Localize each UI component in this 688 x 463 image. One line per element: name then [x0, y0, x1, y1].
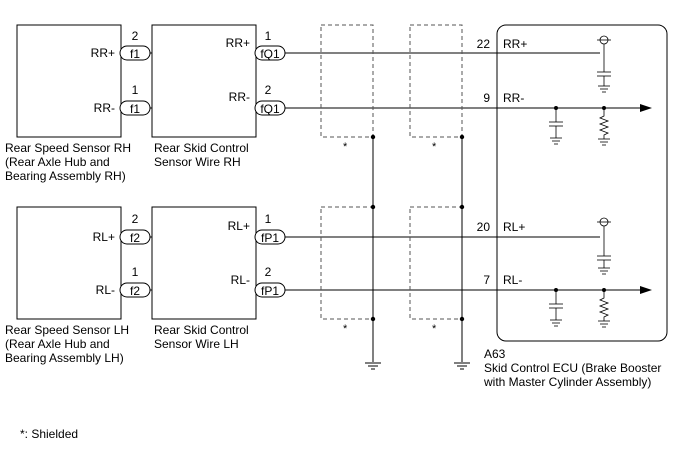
junction-dot — [459, 204, 465, 210]
junction-dot — [459, 134, 465, 140]
svg-text:f2: f2 — [130, 231, 140, 245]
svg-text:1: 1 — [265, 212, 272, 226]
wire-lh-pin-rl-plus-label: RL+ — [228, 219, 250, 233]
svg-text:fQ1: fQ1 — [260, 47, 280, 61]
ecu-pin-number: 7 — [483, 273, 490, 287]
shield-lh-1 — [320, 206, 374, 320]
junction-dot — [370, 204, 376, 210]
shield-rh-2 — [409, 24, 463, 138]
connector-fq1-rr-plus: fQ1 1 — [254, 29, 286, 61]
wire-rh-pin-rr-plus-label: RR+ — [226, 36, 250, 50]
shield-mark-rh-1: * — [343, 141, 348, 153]
ground-symbol — [454, 362, 470, 370]
svg-text:fP1: fP1 — [261, 231, 279, 245]
svg-text:2: 2 — [265, 83, 272, 97]
ecu-box — [496, 24, 668, 342]
ecu-pin-label: RR+ — [503, 37, 527, 51]
speed-sensor-lh-box — [16, 206, 122, 320]
sensor-wire-rh-box — [151, 24, 257, 138]
wire-rh-name: Rear Skid Control Sensor Wire RH — [154, 141, 252, 169]
svg-text:fQ1: fQ1 — [260, 102, 280, 116]
connector-f1-rr-minus: f1 1 — [119, 83, 151, 116]
svg-text:2: 2 — [265, 265, 272, 279]
svg-text:f1: f1 — [130, 102, 140, 116]
wire-lh-name: Rear Skid Control Sensor Wire LH — [154, 323, 252, 351]
connector-fq1-rr-minus: fQ1 2 — [254, 83, 286, 116]
ecu-pin-label: RR- — [503, 91, 524, 105]
svg-text:f1: f1 — [130, 47, 140, 61]
rl-minus-arrow — [640, 286, 652, 294]
ecu-pin-number: 20 — [477, 220, 491, 234]
svg-text:2: 2 — [132, 29, 139, 43]
ecu-name: A63 Skid Control ECU (Brake Booster with… — [483, 347, 665, 389]
shield-rh-1 — [320, 24, 374, 138]
shield-mark-rh-2: * — [432, 141, 437, 153]
ecu-pin-label: RL- — [503, 273, 522, 287]
connector-f2-rl-minus: f2 1 — [119, 265, 151, 298]
ecu-rr-minus-circuit — [549, 106, 610, 146]
connector-f1-rr-plus: f1 2 — [119, 29, 151, 61]
wire-rh-pin-rr-minus-label: RR- — [229, 90, 250, 104]
svg-text:1: 1 — [265, 29, 272, 43]
connector-fp1-rl-minus: fP1 2 — [254, 265, 286, 298]
rr-minus-arrow — [640, 104, 652, 112]
connector-fp1-rl-plus: fP1 1 — [254, 212, 286, 245]
ecu-pin-number: 9 — [483, 91, 490, 105]
wire-lh-pin-rl-minus-label: RL- — [231, 273, 250, 287]
shield-lh-2 — [409, 206, 463, 320]
connector-f2-rl-plus: f2 2 — [119, 212, 151, 245]
svg-text:1: 1 — [132, 83, 139, 97]
svg-text:2: 2 — [132, 212, 139, 226]
sensor-lh-name: Rear Speed Sensor LH (Rear Axle Hub and … — [5, 323, 132, 365]
ecu-pin-number: 22 — [477, 37, 491, 51]
svg-text:fP1: fP1 — [261, 284, 279, 298]
sensor-rh-pin-rr-plus-label: RR+ — [91, 46, 115, 60]
sensor-wire-lh-box — [151, 206, 257, 320]
ecu-pin-label: RL+ — [503, 220, 525, 234]
svg-text:f2: f2 — [130, 284, 140, 298]
ecu-rl-plus-circuit — [597, 217, 611, 275]
ground-symbol — [365, 362, 381, 370]
sensor-rh-pin-rr-minus-label: RR- — [94, 101, 115, 115]
svg-text:1: 1 — [132, 265, 139, 279]
footnote: *: Shielded — [20, 427, 78, 441]
ecu-rr-plus-circuit — [597, 35, 611, 93]
sensor-lh-pin-rl-minus-label: RL- — [96, 283, 115, 297]
junction-dot — [370, 134, 376, 140]
speed-sensor-rh-box — [16, 24, 122, 138]
shield-mark-lh-1: * — [343, 323, 348, 335]
sensor-lh-pin-rl-plus-label: RL+ — [93, 230, 115, 244]
sensor-rh-name: Rear Speed Sensor RH (Rear Axle Hub and … — [5, 141, 134, 183]
junction-dot — [370, 316, 376, 322]
junction-dot — [459, 316, 465, 322]
ecu-rl-minus-circuit — [549, 288, 610, 328]
shield-mark-lh-2: * — [432, 323, 437, 335]
